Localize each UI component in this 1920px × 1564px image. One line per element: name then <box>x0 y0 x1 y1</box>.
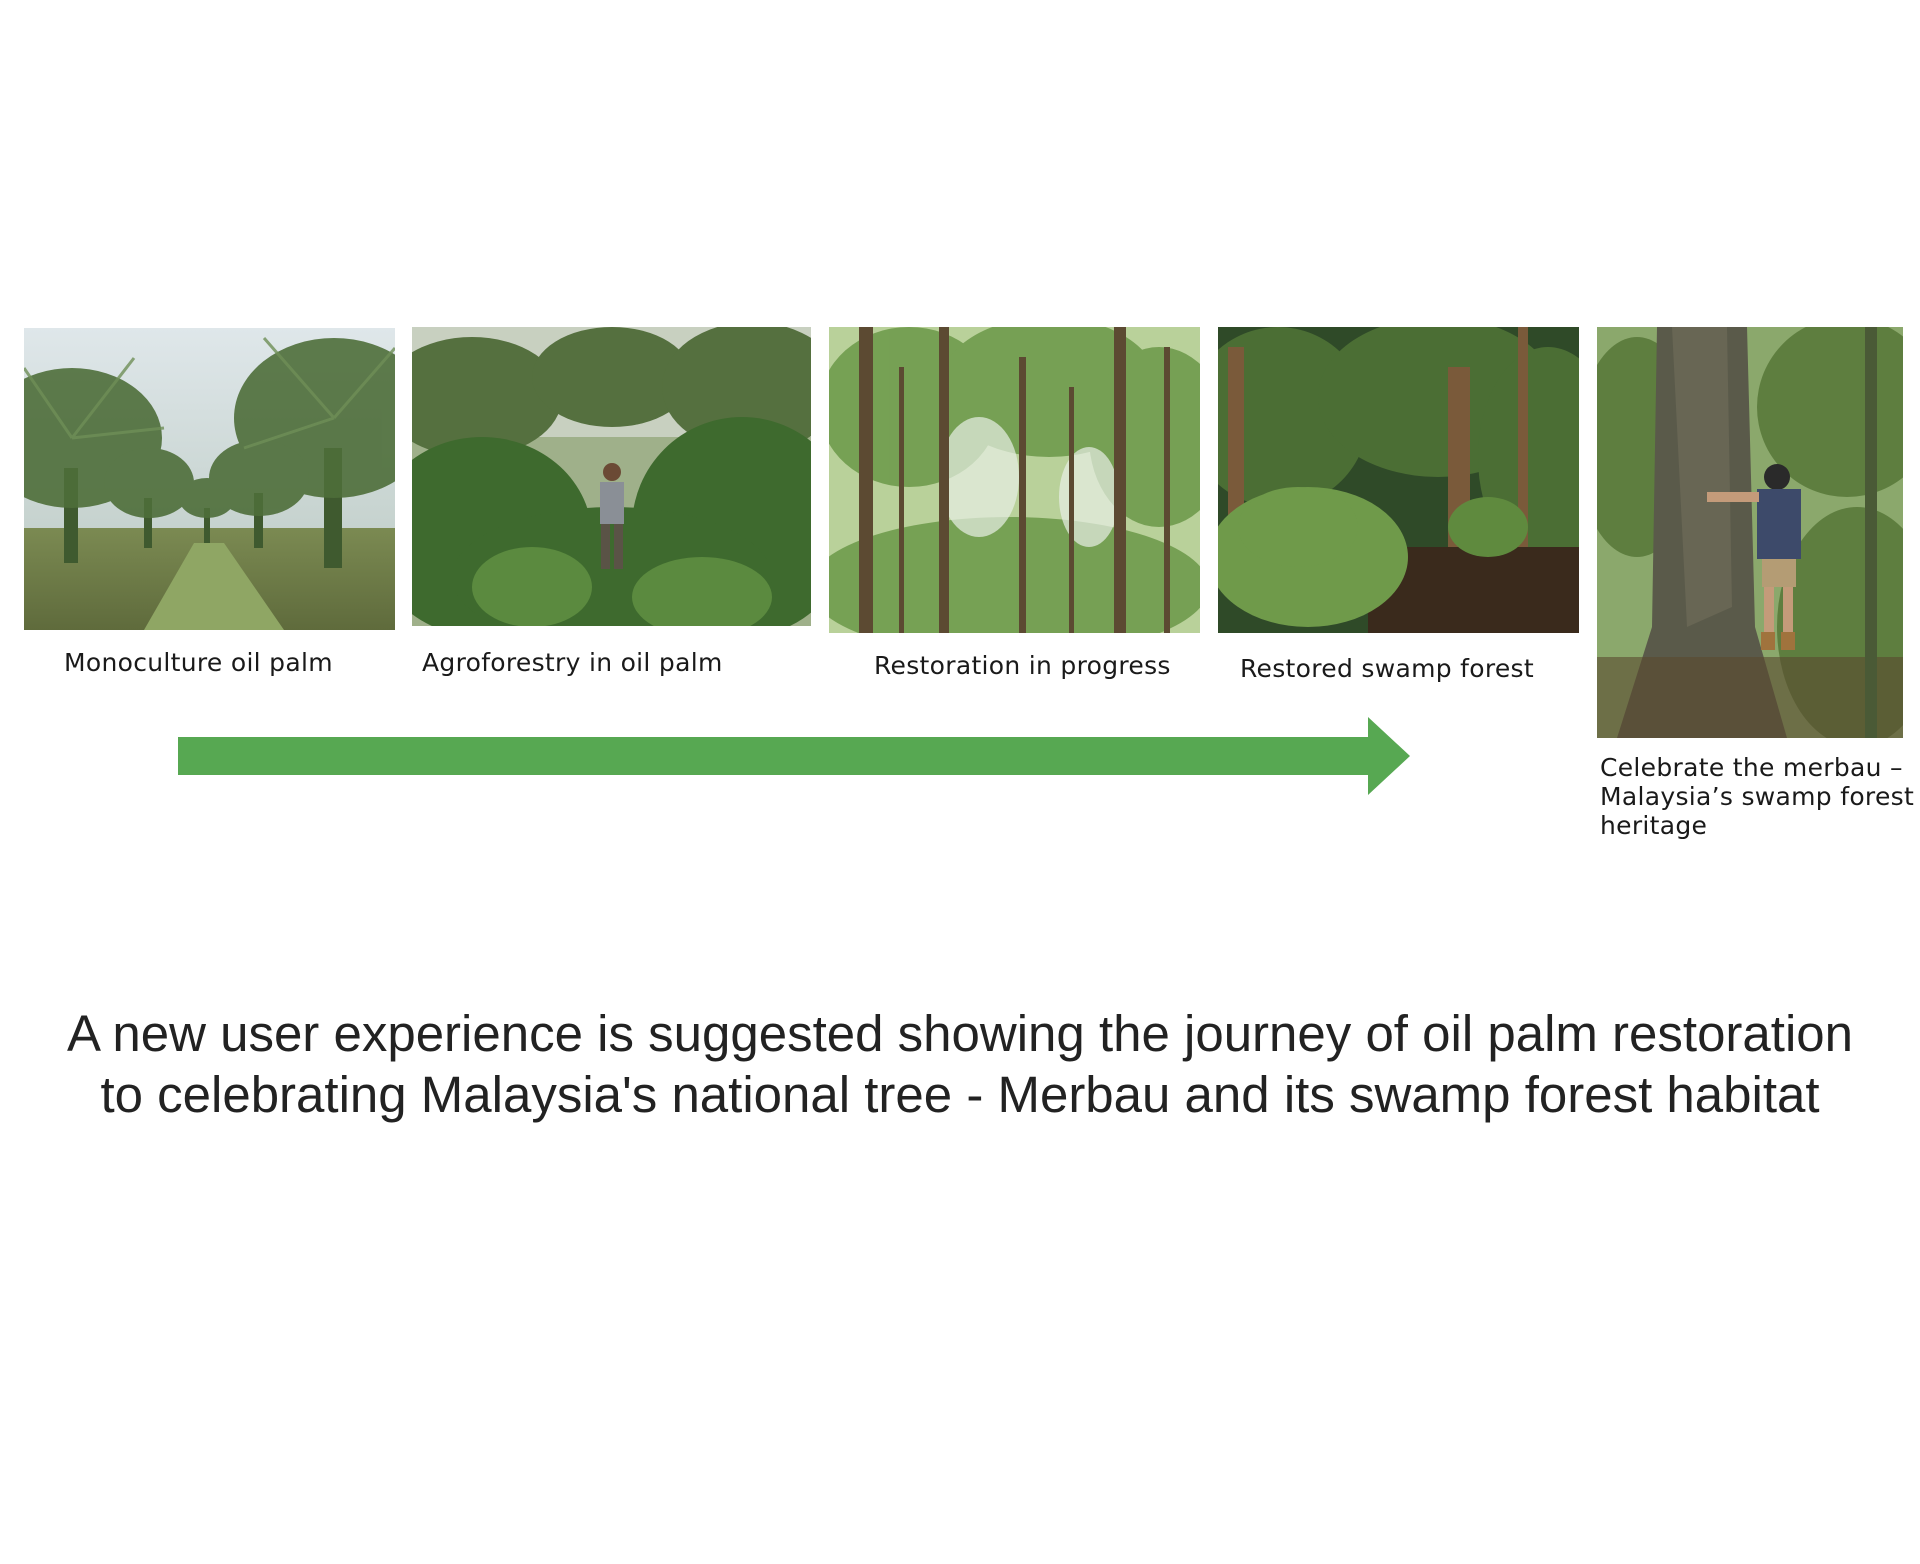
caption-celebrate-merbau-line-2: Malaysia’s swamp forest <box>1600 782 1915 811</box>
merbau-tree-image <box>1597 327 1903 738</box>
journey-arrow <box>178 717 1410 795</box>
photo-agroforestry-oil-palm <box>412 327 811 626</box>
journey-arrow-shape <box>178 717 1410 795</box>
swamp-forest-image <box>1218 327 1579 633</box>
agroforestry-image <box>412 327 811 626</box>
restoration-forest-image <box>829 327 1200 633</box>
caption-celebrate-merbau: Celebrate the merbau – Malaysia’s swamp … <box>1600 753 1920 840</box>
caption-restoration-in-progress: Restoration in progress <box>874 651 1171 680</box>
summary-text: A new user experience is suggested showi… <box>0 1003 1920 1125</box>
caption-monoculture-oil-palm: Monoculture oil palm <box>64 648 333 677</box>
photo-restored-swamp-forest <box>1218 327 1579 633</box>
summary-line-2: to celebrating Malaysia's national tree … <box>100 1066 1820 1123</box>
caption-agroforestry-oil-palm: Agroforestry in oil palm <box>422 648 723 677</box>
photo-monoculture-oil-palm <box>24 328 395 630</box>
caption-celebrate-merbau-line-1: Celebrate the merbau – <box>1600 753 1903 782</box>
oil-palm-plantation-image <box>24 328 395 630</box>
caption-celebrate-merbau-line-3: heritage <box>1600 811 1708 840</box>
photo-restoration-in-progress <box>829 327 1200 633</box>
summary-line-1: A new user experience is suggested showi… <box>66 1005 1854 1062</box>
photo-merbau-tree <box>1597 327 1903 738</box>
caption-restored-swamp-forest: Restored swamp forest <box>1240 654 1534 683</box>
